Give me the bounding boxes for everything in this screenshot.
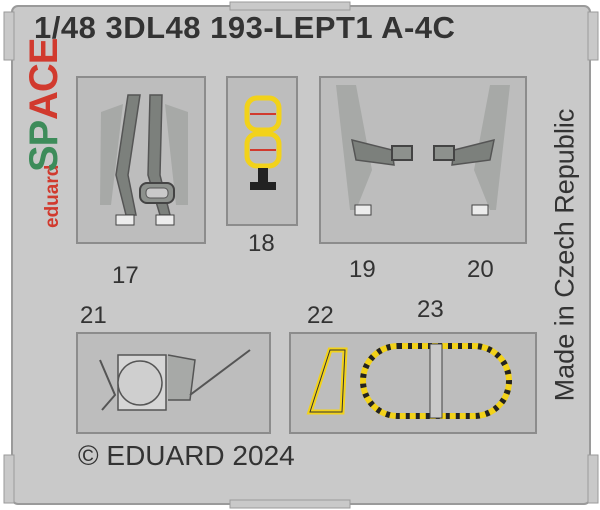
logo-sp-text: SP — [22, 120, 66, 172]
part-17-harness — [76, 76, 206, 244]
part-18-buckle — [226, 76, 298, 226]
part-number-21: 21 — [80, 302, 107, 329]
eduard-space-logo: eduard SP ACE — [20, 39, 68, 228]
part-number-18: 18 — [248, 230, 275, 257]
part-number-17: 17 — [112, 262, 139, 289]
fret-corner-tab — [587, 11, 599, 61]
part-number-22: 22 — [307, 302, 334, 329]
logo-ace-text: ACE — [22, 38, 66, 120]
made-in-label: Made in Czech Republic — [549, 108, 580, 402]
part-number-19: 19 — [349, 256, 376, 283]
part-22-23-placard — [289, 332, 537, 434]
part-number-20: 20 — [467, 256, 494, 283]
part-19-20-shoulder-straps — [319, 76, 527, 244]
fret-title: 1/48 3DL48 193-LEPT1 A-4C — [34, 10, 456, 45]
part-21-bracket — [76, 332, 271, 434]
fret-edge-tab — [229, 1, 351, 11]
fret-corner-tab — [587, 454, 599, 504]
part-number-23: 23 — [417, 296, 444, 323]
copyright-text: © EDUARD 2024 — [78, 440, 295, 471]
fret-corner-tab — [3, 454, 15, 504]
fret-corner-tab — [3, 11, 15, 61]
fret-edge-tab — [229, 499, 351, 509]
logo-eduard-text: eduard — [42, 164, 63, 228]
